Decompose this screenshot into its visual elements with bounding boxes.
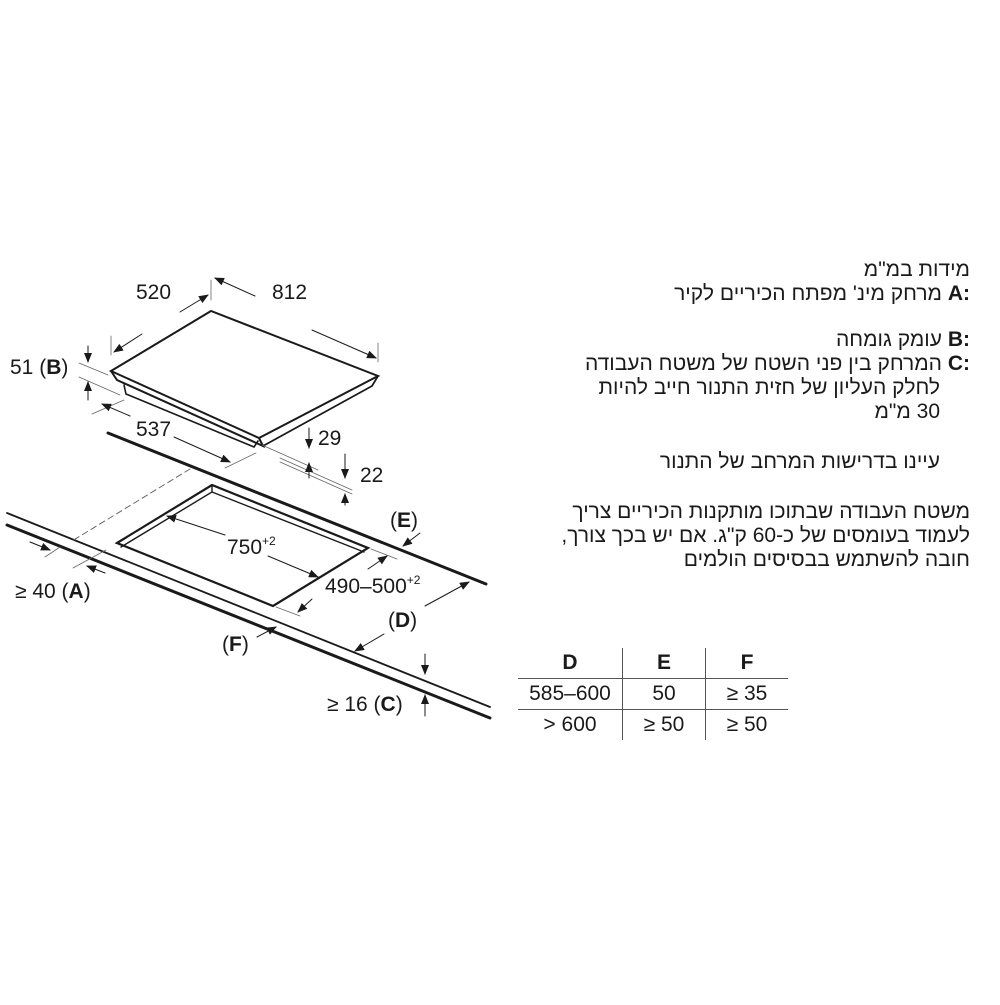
countertop-thickness-value: ≥ 16 <box>327 693 368 716</box>
load-note-3: חובה להשתמש בבסיסים הולמים <box>683 548 970 571</box>
dim-thickness-value: 51 <box>10 356 34 379</box>
cell: 50 <box>622 678 706 710</box>
table-header-row: D E F <box>518 648 788 679</box>
dim-countertop-c: ≥ 16 (C) <box>327 693 403 716</box>
cutout-depth-tolerance: +2 <box>406 573 421 587</box>
note-c: C: המרחק בין פני השטח של משטח העבודה <box>584 352 970 375</box>
units-note: מידות במ"מ <box>863 258 970 281</box>
header-f: F <box>740 651 754 674</box>
dim-hob-width: 812 <box>272 281 308 304</box>
dim-top-offset: 22 <box>360 464 384 487</box>
dim-body-height: 29 <box>318 427 342 450</box>
note-a: A: מרחק מינ' מפתח הכיריים לקיר <box>674 282 970 305</box>
key-c: C <box>380 693 396 716</box>
cell: 585–600 <box>518 678 623 710</box>
cutout-width-tolerance: +2 <box>262 534 276 548</box>
table-row: > 600 ≥ 50 ≥ 50 <box>518 709 788 740</box>
header-d: D <box>518 648 623 679</box>
cutout-depth-value: 490–500 <box>325 575 407 598</box>
dim-thickness-b: 51 (B) <box>10 356 69 379</box>
cell: > 600 <box>518 709 623 740</box>
dim-hob-depth: 520 <box>136 281 172 304</box>
dim-wall-distance-a: ≥ 40 (A) <box>15 580 91 603</box>
key-a: A <box>68 580 84 603</box>
label-e: (E) <box>390 509 419 532</box>
cell: ≥ 50 <box>705 709 788 740</box>
wall-distance-value: ≥ 40 <box>15 580 56 603</box>
oven-note: עיינו בדרישות המרחב של התנור <box>659 450 940 473</box>
cell: ≥ 35 <box>705 678 788 710</box>
note-b: B: עומק גומחה <box>835 328 970 351</box>
note-c-line-2: לחלק העליון של חזית התנור חייב להיות <box>598 376 940 399</box>
cutout-width-value: 750 <box>227 536 263 559</box>
key-b: B <box>46 356 62 379</box>
dim-body-width: 537 <box>136 418 172 441</box>
label-d: (D) <box>388 609 418 632</box>
table-row: 585–600 50 ≥ 35 <box>518 678 788 710</box>
installation-notes: מידות במ"מ A: מרחק מינ' מפתח הכיריים לקי… <box>550 258 970 572</box>
dim-cutout-width: 750+2 <box>227 534 276 559</box>
note-c-line-3: 30 מ"מ <box>874 400 940 423</box>
cell: ≥ 50 <box>622 709 706 740</box>
header-e: E <box>622 648 706 679</box>
load-note-1: משטח העבודה שבתוכו מותקנות הכיריים צריך <box>572 500 970 523</box>
label-f: (F) <box>222 633 249 656</box>
load-note-2: לעמוד בעומסים של כ-60 ק"ג. אם יש בכך צור… <box>561 524 970 547</box>
dim-cutout-depth: 490–500+2 <box>325 573 421 598</box>
clearance-table: D E F 585–600 50 ≥ 35 > 600 ≥ 50 ≥ 50 <box>518 648 788 740</box>
